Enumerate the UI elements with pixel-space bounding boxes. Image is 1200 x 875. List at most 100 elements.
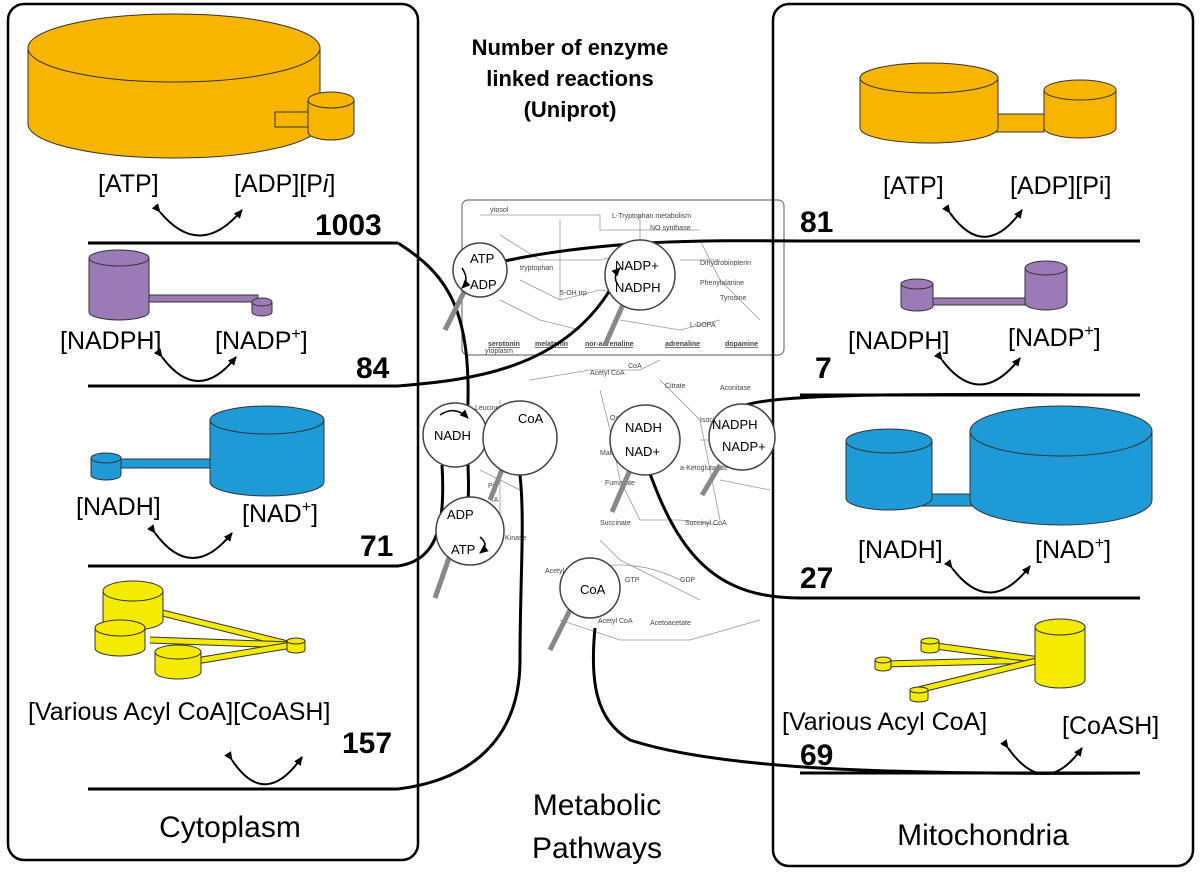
word-dopamine: dopamine xyxy=(725,341,758,348)
mito-coa-pool xyxy=(874,618,1086,703)
word-melatonin: melatonin xyxy=(535,341,568,348)
node-coa-left: CoA xyxy=(482,400,558,501)
svg-text:NADP+: NADP+ xyxy=(722,439,766,454)
link-cyto-nadph xyxy=(397,289,612,388)
title-line-2: linked reactions xyxy=(486,66,654,91)
svg-text:ADP: ADP xyxy=(447,507,474,522)
svg-text:Acetyl CoA: Acetyl CoA xyxy=(545,568,580,575)
node-nadph-nadp-right: NADPH NADP+ xyxy=(699,403,776,497)
link-cyto-atp xyxy=(397,241,471,501)
svg-text:Succinyl CoA: Succinyl CoA xyxy=(685,520,727,527)
svg-text:Aconitase: Aconitase xyxy=(720,385,751,392)
metabolic-label-1: Metabolic xyxy=(533,789,661,822)
mito-atp-label: [ATP] xyxy=(883,172,944,200)
svg-text:a-Ketoglutarate: a-Ketoglutarate xyxy=(680,465,728,472)
svg-text:ytosol: ytosol xyxy=(490,207,509,214)
svg-text:ytoplasm: ytoplasm xyxy=(485,348,513,355)
cyto-coa-count: 157 xyxy=(342,727,392,760)
svg-text:NADPH: NADPH xyxy=(712,417,758,432)
cytoplasm-box xyxy=(6,2,420,862)
mito-atp-pool xyxy=(859,62,1117,144)
node-adp-atp: ADP ATP xyxy=(432,496,505,599)
svg-text:L-DOPA: L-DOPA xyxy=(690,322,716,329)
mito-nadh-pool xyxy=(845,405,1153,526)
svg-text:CoA: CoA xyxy=(628,363,642,370)
svg-text:Leucine: Leucine xyxy=(475,405,500,412)
svg-text:Acetoacetate: Acetoacetate xyxy=(650,620,691,627)
link-mito-nadph xyxy=(739,392,1141,410)
svg-text:Citrate: Citrate xyxy=(665,383,686,390)
svg-text:Phenylalanine: Phenylalanine xyxy=(700,280,744,287)
mito-adp-label: [ADP][Pi] xyxy=(1010,172,1111,200)
metabolic-label-2: Pathways xyxy=(532,832,662,865)
word-nor-adrenaline: nor-adrenaline xyxy=(585,341,634,348)
mito-nadph-pool xyxy=(900,260,1068,312)
mito-atp-exchange-arrow xyxy=(942,204,1023,238)
cyto-coa-pool xyxy=(94,580,306,680)
svg-text:NO synthase: NO synthase xyxy=(650,225,691,232)
svg-text:L-Tryptophan metabolism: L-Tryptophan metabolism xyxy=(612,213,691,220)
cyto-nadh-exchange-arrow xyxy=(147,524,233,559)
title-line-3: (Uniprot) xyxy=(524,97,617,122)
svg-text:Dihydrobiopterin: Dihydrobiopterin xyxy=(700,260,751,267)
svg-text:Pi: Pi xyxy=(488,483,495,490)
mito-nad-label: [NAD+] xyxy=(1035,535,1111,564)
svg-text:ATP: ATP xyxy=(451,542,475,557)
cyto-nadh-label: [NADH] xyxy=(76,493,161,521)
svg-text:Tyrosine: Tyrosine xyxy=(720,295,747,302)
node-nadh: NADH xyxy=(422,402,488,468)
link-mito-nadh xyxy=(646,467,801,600)
svg-text:Fumarate: Fumarate xyxy=(605,480,635,487)
mitochondria-label: Mitochondria xyxy=(897,819,1069,852)
cyto-atp-pool xyxy=(27,13,355,159)
mito-nadh-label: [NADH] xyxy=(858,536,943,564)
cyto-nad-label: [NAD+] xyxy=(242,499,318,528)
cyto-coa-label: [Various Acyl CoA][CoASH] xyxy=(28,698,330,726)
cyto-nadph-exchange-arrow xyxy=(153,348,237,382)
mito-atp-count: 81 xyxy=(800,206,833,239)
cyto-nadph-count: 84 xyxy=(356,352,390,385)
mito-nadph-label: [NADPH] xyxy=(848,327,949,355)
svg-text:TA: TA xyxy=(490,497,499,504)
mito-nadh-exchange-arrow xyxy=(943,559,1031,594)
cyto-nadph-pool xyxy=(88,249,273,321)
mito-acyl-coa-label: [Various Acyl CoA] xyxy=(782,708,987,736)
svg-text:CoA: CoA xyxy=(580,582,606,597)
mito-nadh-count: 27 xyxy=(800,562,833,595)
mito-nadph-exchange-arrow xyxy=(933,351,1021,386)
cyto-nadp-label: [NADP+] xyxy=(215,326,308,355)
cyto-atp-label: [ATP] xyxy=(98,170,159,198)
link-cyto-nadh xyxy=(397,464,445,568)
svg-text:NADPH: NADPH xyxy=(615,280,661,295)
svg-text:CoA: CoA xyxy=(518,411,544,426)
svg-text:5-OH trp: 5-OH trp xyxy=(560,290,587,297)
cytoplasm-label: Cytoplasm xyxy=(159,811,301,844)
mito-nadp-label: [NADP+] xyxy=(1008,323,1101,352)
svg-text:NADP+: NADP+ xyxy=(615,258,659,273)
cyto-nadh-pool xyxy=(90,405,325,497)
cyto-adp-label: [ADP][Pi] xyxy=(234,170,335,198)
title-line-1: Number of enzyme xyxy=(472,35,669,60)
svg-text:ADP: ADP xyxy=(470,277,497,292)
cyto-nadh-count: 71 xyxy=(360,530,393,563)
svg-text:ATP: ATP xyxy=(470,251,494,266)
svg-text:Succinate: Succinate xyxy=(600,520,631,527)
svg-text:Acetyl CoA: Acetyl CoA xyxy=(598,618,633,625)
node-nadp-nadph: NADP+ NADPH xyxy=(602,239,676,347)
mito-coa-exchange-arrow xyxy=(1000,739,1083,775)
svg-text:Kinase: Kinase xyxy=(505,535,527,542)
node-coa-bottom: CoA xyxy=(547,557,621,652)
svg-text:tryptophan: tryptophan xyxy=(520,265,553,272)
svg-text:Malate: Malate xyxy=(600,450,621,457)
word-adrenaline: adrenaline xyxy=(665,341,700,348)
svg-text:GDP: GDP xyxy=(680,577,696,584)
svg-text:NADH: NADH xyxy=(434,428,471,443)
svg-text:Acetyl CoA: Acetyl CoA xyxy=(590,370,625,377)
cyto-nadph-label: [NADPH] xyxy=(60,327,161,355)
svg-text:NAD+: NAD+ xyxy=(625,444,660,459)
word-serotonin: serotonin xyxy=(488,341,520,348)
node-nadh-nad: NADH NAD+ xyxy=(609,404,681,513)
link-cyto-coa xyxy=(397,474,524,791)
cyto-atp-exchange-arrow xyxy=(151,203,243,237)
